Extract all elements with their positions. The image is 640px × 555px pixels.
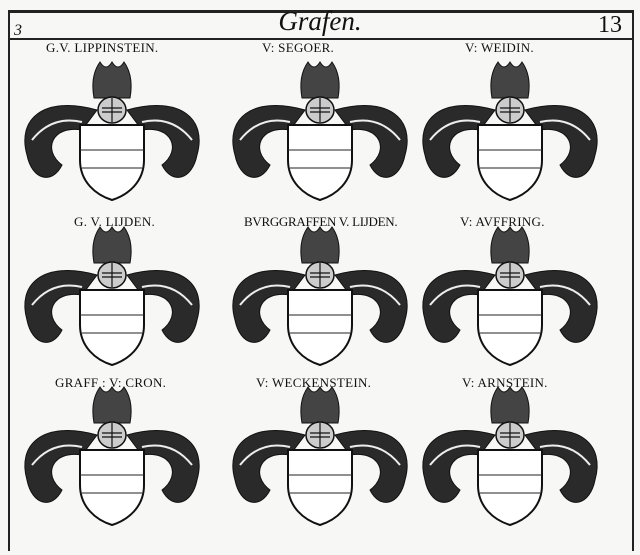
coat-label: V: ARNSTEIN. [462, 375, 548, 390]
helmet-grille [102, 423, 122, 447]
shield-division [80, 474, 144, 494]
helmet-grille [500, 263, 520, 287]
shield-division [288, 314, 352, 334]
mantling-highlight [31, 444, 193, 466]
page-number-right: 13 [598, 12, 622, 38]
mantling-left [232, 105, 306, 178]
header-rule [8, 38, 632, 40]
mantling-highlight [31, 284, 193, 306]
crest [490, 61, 530, 99]
coat-label: V: WECKENSTEIN. [256, 375, 372, 390]
shield-division [478, 314, 542, 334]
coat-label: V: WEIDIN. [465, 40, 534, 55]
shield [79, 289, 145, 367]
helmet-grille [102, 98, 122, 122]
helmet-grille [310, 263, 330, 287]
mantling-left [422, 105, 496, 178]
shield-division [478, 474, 542, 494]
mantling-highlight [239, 119, 401, 141]
coat-label: G.V. LIPPINSTEIN. [46, 40, 159, 55]
mantling-highlight [429, 444, 591, 466]
coat-label: BVRGGRAFFEN V. LIJDEN. [244, 214, 398, 229]
mantling-left [232, 270, 306, 343]
crest [92, 386, 132, 424]
mantling-right [334, 270, 408, 343]
mantling-right [126, 105, 200, 178]
crest [300, 226, 340, 264]
page-number-left: 3 [14, 22, 22, 39]
crest [92, 61, 132, 99]
shield-division [80, 149, 144, 169]
crest [490, 226, 530, 264]
mantling-right [524, 105, 598, 178]
helmet-grille [500, 98, 520, 122]
helmet-grille [310, 423, 330, 447]
mantling-highlight [239, 284, 401, 306]
mantling-right [524, 430, 598, 503]
shield [477, 124, 543, 202]
mantling-left [422, 270, 496, 343]
coat-label: GRAFF : V: CRON. [55, 375, 167, 390]
shield-division [80, 314, 144, 334]
crest [300, 386, 340, 424]
crest [490, 386, 530, 424]
coat-label: V: SEGOER. [262, 40, 335, 55]
mantling-highlight [239, 444, 401, 466]
helmet-grille [500, 423, 520, 447]
coat-label: G. V. LIJDEN. [74, 214, 156, 229]
mantling-left [24, 270, 98, 343]
mantling-left [24, 430, 98, 503]
coat-label: V: AVFFRING. [460, 214, 545, 229]
shield [287, 289, 353, 367]
shield [477, 289, 543, 367]
mantling-right [334, 105, 408, 178]
mantling-left [24, 105, 98, 178]
crest [92, 226, 132, 264]
mantling-left [232, 430, 306, 503]
shield-division [288, 149, 352, 169]
shield [287, 449, 353, 527]
mantling-right [126, 430, 200, 503]
mantling-right [126, 270, 200, 343]
crest [300, 61, 340, 99]
helmet-grille [310, 98, 330, 122]
shield-division [288, 474, 352, 494]
shield [287, 124, 353, 202]
mantling-right [524, 270, 598, 343]
mantling-highlight [429, 284, 591, 306]
shield-division [478, 149, 542, 169]
shield [79, 124, 145, 202]
mantling-highlight [31, 119, 193, 141]
mantling-right [334, 430, 408, 503]
mantling-left [422, 430, 496, 503]
page-frame [8, 10, 634, 551]
page-title: Grafen. [278, 6, 362, 36]
shield [79, 449, 145, 527]
helmet-grille [102, 263, 122, 287]
mantling-highlight [429, 119, 591, 141]
shield [477, 449, 543, 527]
